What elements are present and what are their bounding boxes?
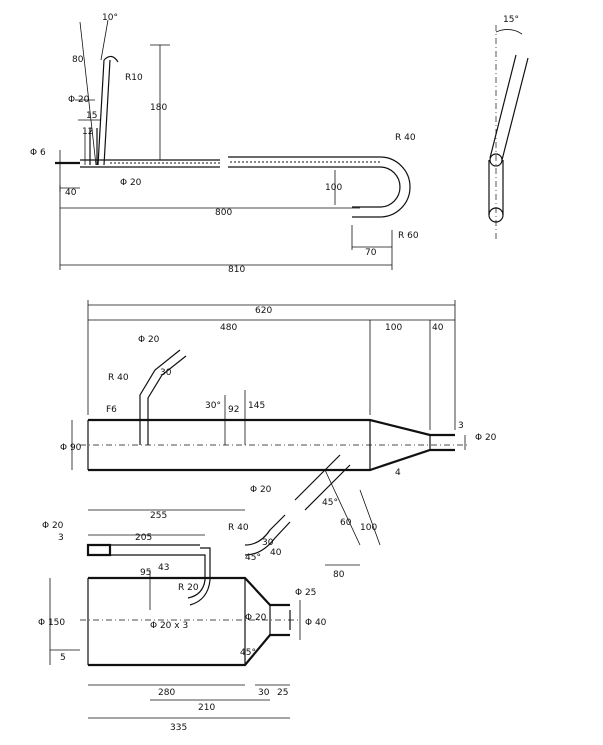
label-dim-30: 30 xyxy=(262,538,274,548)
label-dim-255: 255 xyxy=(150,511,167,521)
label-dim-145: 145 xyxy=(248,401,265,411)
label-dim-30b: 30 xyxy=(258,688,270,698)
label-phi20-mid: Φ 20 xyxy=(120,178,142,188)
label-dim-810: 810 xyxy=(228,265,245,275)
label-dim-30: 30 xyxy=(160,368,172,378)
label-r40: R 40 xyxy=(395,133,416,143)
label-dim-43: 43 xyxy=(158,563,169,573)
label-phi20-top: Φ 20 xyxy=(138,335,160,345)
label-angle-45: 45° xyxy=(245,553,261,563)
label-phi90: Φ 90 xyxy=(60,443,82,453)
label-r20: R 20 xyxy=(178,583,199,593)
label-dim-80: 80 xyxy=(72,55,84,65)
label-dim-480: 480 xyxy=(220,323,237,333)
label-dim-95: 95 xyxy=(140,568,151,578)
label-angle-30: 30° xyxy=(205,401,221,411)
label-r40: R 40 xyxy=(108,373,129,383)
label-r10: R10 xyxy=(125,73,143,83)
label-phi20x3: Φ 20 x 3 xyxy=(150,621,188,631)
label-dim-335: 335 xyxy=(170,723,187,733)
label-dim-280: 280 xyxy=(158,688,175,698)
drawing-2-cylinder-cone: 620 480 100 40 Φ 20 R 40 30 30° 145 92 F… xyxy=(60,300,497,580)
label-dim-800: 800 xyxy=(215,208,232,218)
label-angle-45: 45° xyxy=(322,498,338,508)
label-dim-205: 205 xyxy=(135,533,152,543)
label-dim-92: 92 xyxy=(228,405,239,415)
label-angle-10: 10° xyxy=(102,13,118,23)
label-phi20: Φ 20 xyxy=(245,613,267,623)
side-view: 15° xyxy=(488,15,529,240)
label-phi40: Φ 40 xyxy=(305,618,327,628)
drawing-3-vessel: Φ 20 3 255 205 R 40 45° 30 40 43 95 R 20… xyxy=(38,509,327,733)
label-r60: R 60 xyxy=(398,231,419,241)
label-dim-5: 5 xyxy=(60,653,66,663)
label-dim-60: 60 xyxy=(340,518,352,528)
label-phi20-top: Φ 20 xyxy=(68,95,90,105)
label-dim-15: 15 xyxy=(86,111,97,121)
label-dim-4: 4 xyxy=(395,468,401,478)
label-angle-15: 15° xyxy=(503,15,519,25)
label-phi6: Φ 6 xyxy=(30,148,46,158)
label-phi20-left: Φ 20 xyxy=(42,521,64,531)
label-dim-70: 70 xyxy=(365,248,377,258)
label-phi25: Φ 25 xyxy=(295,588,316,598)
label-dim-100b: 100 xyxy=(360,523,377,533)
label-dim-25: 25 xyxy=(277,688,288,698)
label-phi150: Φ 150 xyxy=(38,618,65,628)
label-r40: R 40 xyxy=(228,523,249,533)
label-dim-40: 40 xyxy=(432,323,444,333)
label-dim-f6: F6 xyxy=(106,405,117,415)
label-dim-100: 100 xyxy=(325,183,342,193)
label-dim-100: 100 xyxy=(385,323,402,333)
drawing-1-tube-assembly: 10° 80 R10 Φ 20 180 15 12 Φ 6 Φ 20 R 40 … xyxy=(30,13,419,275)
label-dim-12: 12 xyxy=(82,127,93,137)
label-dim-40: 40 xyxy=(270,548,282,558)
label-dim-620: 620 xyxy=(255,306,272,316)
label-dim-40: 40 xyxy=(65,188,77,198)
label-dim-3: 3 xyxy=(58,533,64,543)
label-dim-80: 80 xyxy=(333,570,345,580)
label-dim-210: 210 xyxy=(198,703,215,713)
label-phi20-branch: Φ 20 xyxy=(250,485,272,495)
label-dim-180: 180 xyxy=(150,103,167,113)
label-dim-3: 3 xyxy=(458,421,464,431)
label-phi20-right: Φ 20 xyxy=(475,433,497,443)
label-angle-45b: 45° xyxy=(240,648,256,658)
